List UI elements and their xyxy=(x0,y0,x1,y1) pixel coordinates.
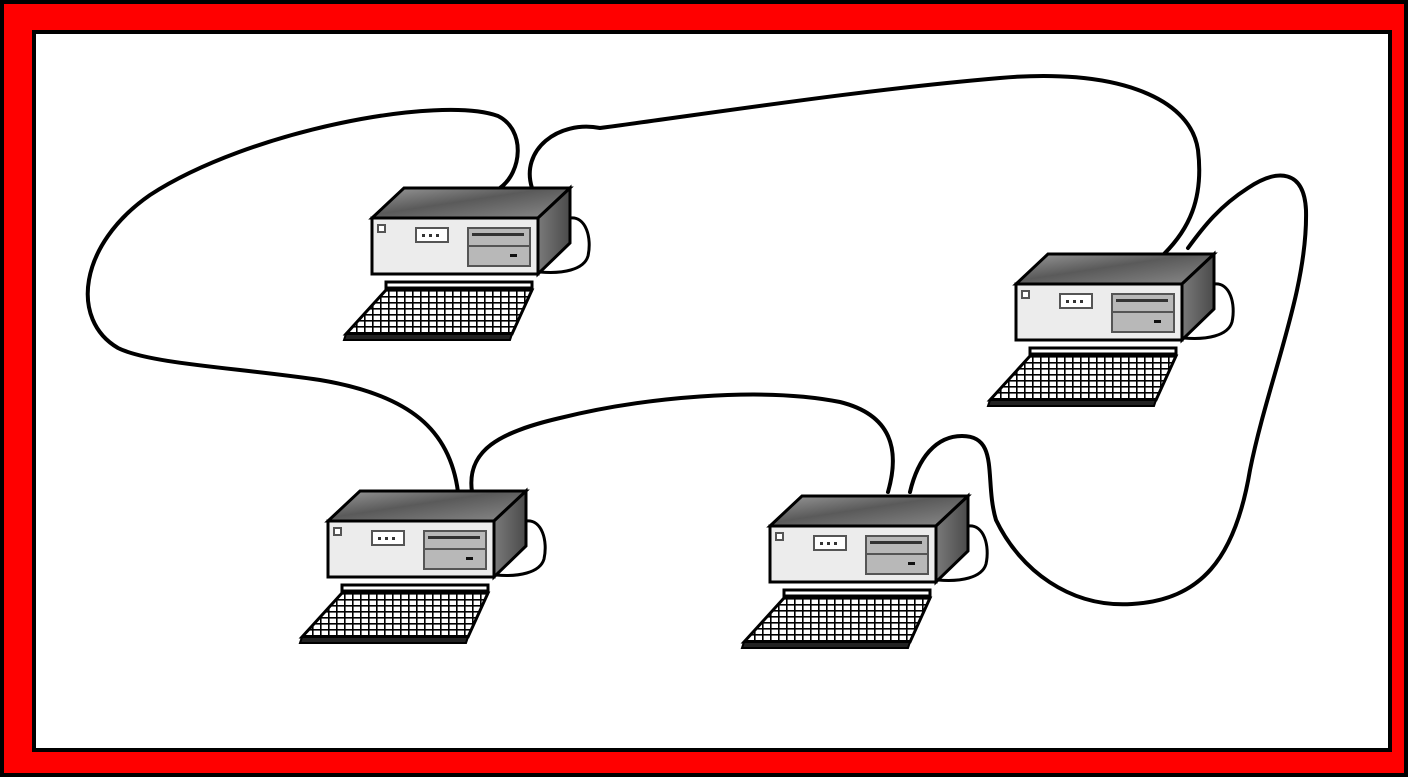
cable-bottom-right-to-right xyxy=(908,173,1309,607)
cable-top-left-to-right xyxy=(527,73,1202,256)
diagram-canvas xyxy=(32,30,1392,752)
desktop-computer-icon xyxy=(740,494,989,650)
computer-bottom-right xyxy=(740,494,989,650)
computer-right xyxy=(986,252,1235,408)
computer-top-left xyxy=(342,186,591,342)
cable-top-left-to-bottom-left xyxy=(85,107,520,494)
desktop-computer-icon xyxy=(986,252,1235,408)
cable-bottom-left-to-bottom-right xyxy=(469,392,895,494)
network-cables xyxy=(85,73,1309,607)
desktop-computer-icon xyxy=(342,186,591,342)
desktop-computer-icon xyxy=(298,489,547,645)
computer-bottom-left xyxy=(298,489,547,645)
